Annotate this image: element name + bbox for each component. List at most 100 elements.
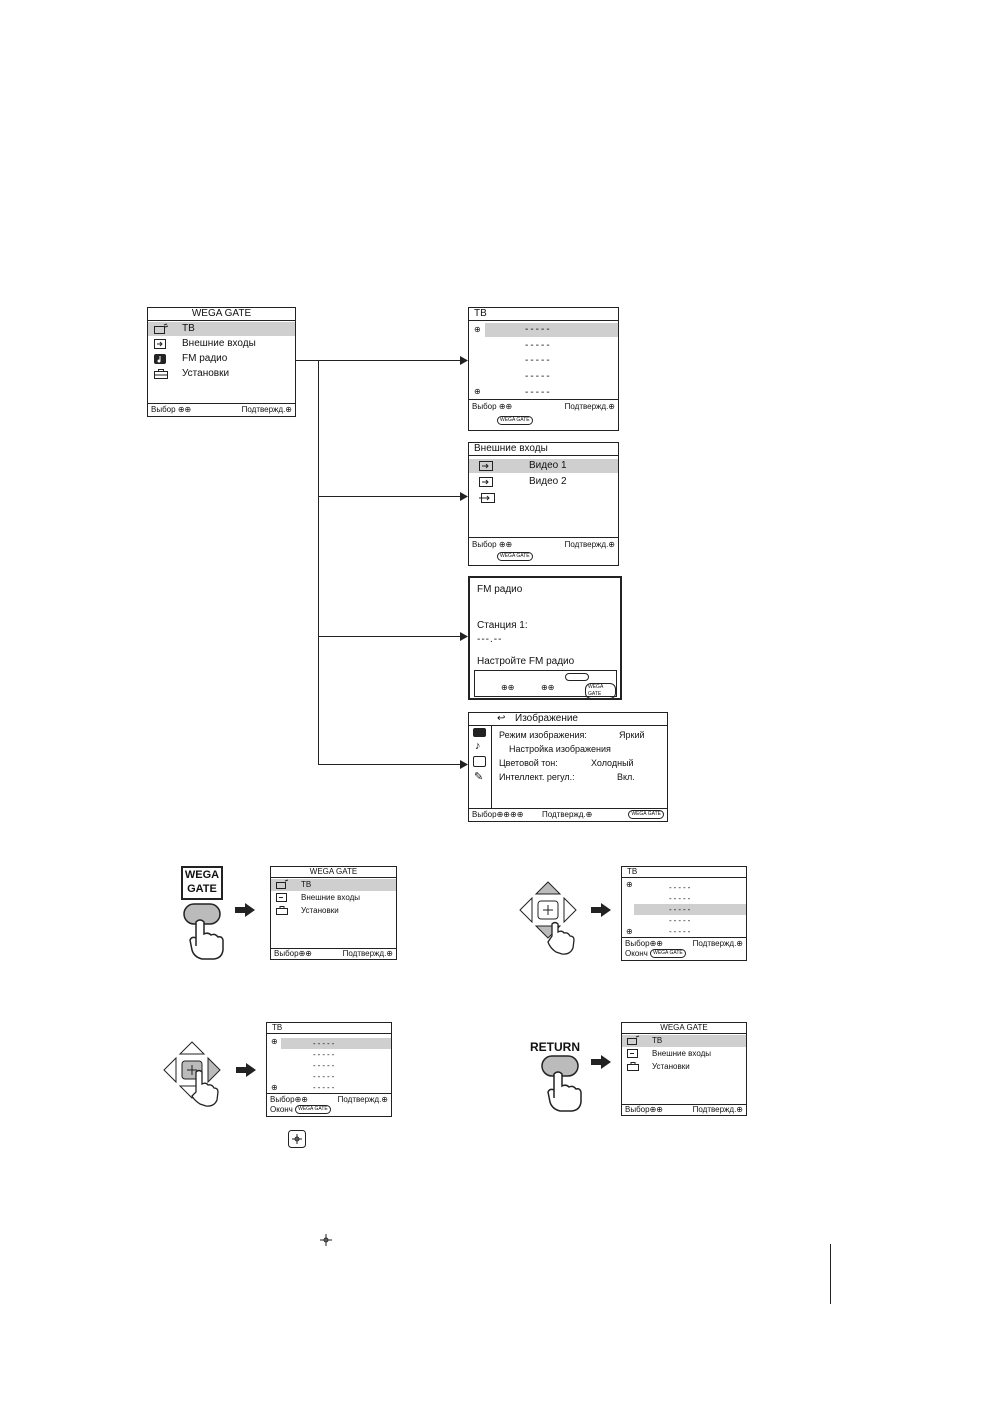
channel-row[interactable]: ----- [267,1082,391,1093]
enter-icon: ⊕ [608,539,615,549]
step1-item-tv[interactable]: ТВ [271,879,396,891]
footer-select-label: Выбор [625,1105,650,1114]
gate-label-line: GATE [187,883,217,895]
fm-menu-title: FM радио [477,584,523,595]
enter-icon: ⊕ [381,1094,388,1104]
channel-row-selected[interactable]: ----- [281,1038,391,1049]
step1-menu-footer: Выбор⊕⊕ Подтвержд.⊕ [271,948,396,959]
main-menu-item-label: FM радио [182,353,228,364]
pressing-hand-icon[interactable] [538,1054,588,1112]
fm-tune-text: Настройте FM радио [477,656,575,667]
picture-menu-sidebar: ♪ ✎ [469,726,492,808]
up-down-icon: ⊕⊕ [649,938,663,948]
screen-icon[interactable] [473,756,486,767]
enter-icon: ⊕ [608,401,615,411]
step4-item-tv[interactable]: ТВ [622,1035,746,1047]
channel-dashes: ----- [669,905,693,914]
step1-item-setup[interactable]: Установки [271,905,396,917]
up-arrow-icon: ⊕ [271,1037,278,1046]
main-menu-item-radio[interactable]: FM радио [148,352,295,366]
step4-item-inputs[interactable]: Внешние входы [622,1048,746,1060]
step4-item-label: Установки [652,1062,690,1071]
step1-item-inputs[interactable]: Внешние входы [271,892,396,904]
footer-select-label: Выбор [274,949,299,958]
picture-row-mode[interactable]: Режим изображения:Яркий [499,728,645,742]
step3-menu-title: ТВ [267,1023,391,1034]
channel-row[interactable]: ----- [485,323,618,337]
picture-row-smart[interactable]: Интеллект. регул.:Вкл. [499,770,635,784]
left-right-icon: ⊕⊕ [541,683,555,692]
channel-row[interactable]: ----- [622,893,746,904]
footer-confirm-label: Подтвержд. [342,949,387,958]
connector-line [296,360,462,361]
right-arrow-icon [591,1055,611,1069]
step4-item-setup[interactable]: Установки [622,1061,746,1073]
main-menu-item-inputs[interactable]: Внешние входы [148,337,295,351]
step2-menu-footer: Выбор⊕⊕ Подтвержд.⊕ Оконч WEGA GATE [622,937,746,960]
dpad-center-icon[interactable] [162,1040,228,1108]
footer-confirm-label: Подтвержд. [692,1105,737,1114]
channel-row[interactable]: ----- [622,915,746,926]
wega-gate-badge: WEGA GATE [497,552,533,562]
picture-menu-title: Изображение [515,713,578,724]
channel-dashes: ----- [525,340,552,351]
down-arrow-icon: ⊕ [626,927,633,936]
wega-gate-badge: WEGA GATE [650,949,686,959]
footer-confirm-label: Подтвержд. [564,402,609,411]
input-row-video2[interactable]: Видео 2 [469,475,618,489]
picture-menu-header: ↩ Изображение [469,713,667,726]
fm-slot-icon [565,673,589,681]
step4-menu-footer: Выбор⊕⊕ Подтвержд.⊕ [622,1104,746,1115]
wrench-icon[interactable]: ✎ [474,771,484,783]
footer-confirm-label: Подтвержд. [692,939,737,948]
sound-icon[interactable]: ♪ [475,740,481,752]
picture-icon[interactable] [473,728,486,737]
setting-label: Интеллект. регул.: [499,772,575,782]
step3-menu-footer: Выбор⊕⊕ Подтвержд.⊕ Оконч WEGA GATE [267,1093,391,1116]
setting-label: Режим изображения: [499,730,587,740]
picture-menu-footer: Выбор⊕⊕⊕⊕ Подтвержд.⊕ WEGA GATE [469,808,667,821]
step1-item-label: ТВ [301,880,312,889]
channel-row[interactable]: ----- [622,926,746,937]
step1-item-label: Внешние входы [301,893,361,902]
channel-row-selected[interactable]: ----- [634,904,746,915]
fm-menu-box: FM радио Станция 1: ---.-- Настройте FM … [468,576,622,700]
input-icon [154,339,166,349]
input-icon [627,1049,638,1058]
channel-row[interactable]: ----- [485,339,618,353]
channel-dashes: ----- [669,927,693,936]
arrowhead-icon [460,492,468,501]
main-menu-item-setup[interactable]: Установки [148,367,295,381]
channel-row[interactable]: ----- [267,1060,391,1071]
channel-row[interactable]: ----- [485,370,618,384]
up-down-icon: ⊕⊕ [498,539,513,549]
return-icon: ↩ [497,713,506,724]
picture-row-tone[interactable]: Цветовой тон:Холодный [499,756,634,770]
picture-menu-box: ↩ Изображение ♪ ✎ Режим изображения:Ярки… [468,712,668,822]
connector-line [318,496,462,497]
input-row-video1[interactable]: Видео 1 [469,459,618,473]
enter-icon: ⊕ [585,809,593,819]
channel-row[interactable]: ----- [267,1071,391,1082]
enter-icon: ⊕ [285,404,292,414]
channel-row[interactable]: ----- [485,354,618,368]
down-arrow-icon: ⊕ [474,387,481,396]
input-icon [479,477,493,487]
channel-dashes: ----- [313,1039,337,1048]
main-menu-footer: Выбор ⊕⊕ Подтвержд.⊕ [148,403,295,416]
main-menu-item-tv[interactable]: ТВ [148,322,295,336]
picture-row-adjust[interactable]: Настройка изображения [499,742,611,756]
channel-row[interactable]: ----- [485,386,618,400]
pressing-hand-icon[interactable] [180,902,230,960]
channel-dashes: ----- [313,1072,337,1081]
input-row-3[interactable] [469,491,618,505]
step3-menu-box: ТВ ⊕ ----- ----- ----- ----- ⊕ ----- Выб… [266,1022,392,1117]
right-arrow-icon [236,1063,256,1077]
dpad-down-icon[interactable] [518,880,586,956]
channel-dashes: ----- [525,387,552,398]
channel-dashes: ----- [313,1061,337,1070]
footer-exit-label: Оконч [270,1105,293,1114]
channel-row[interactable]: ----- [267,1049,391,1060]
up-down-icon: ⊕⊕ [501,683,515,692]
channel-row[interactable]: ----- [622,882,746,893]
